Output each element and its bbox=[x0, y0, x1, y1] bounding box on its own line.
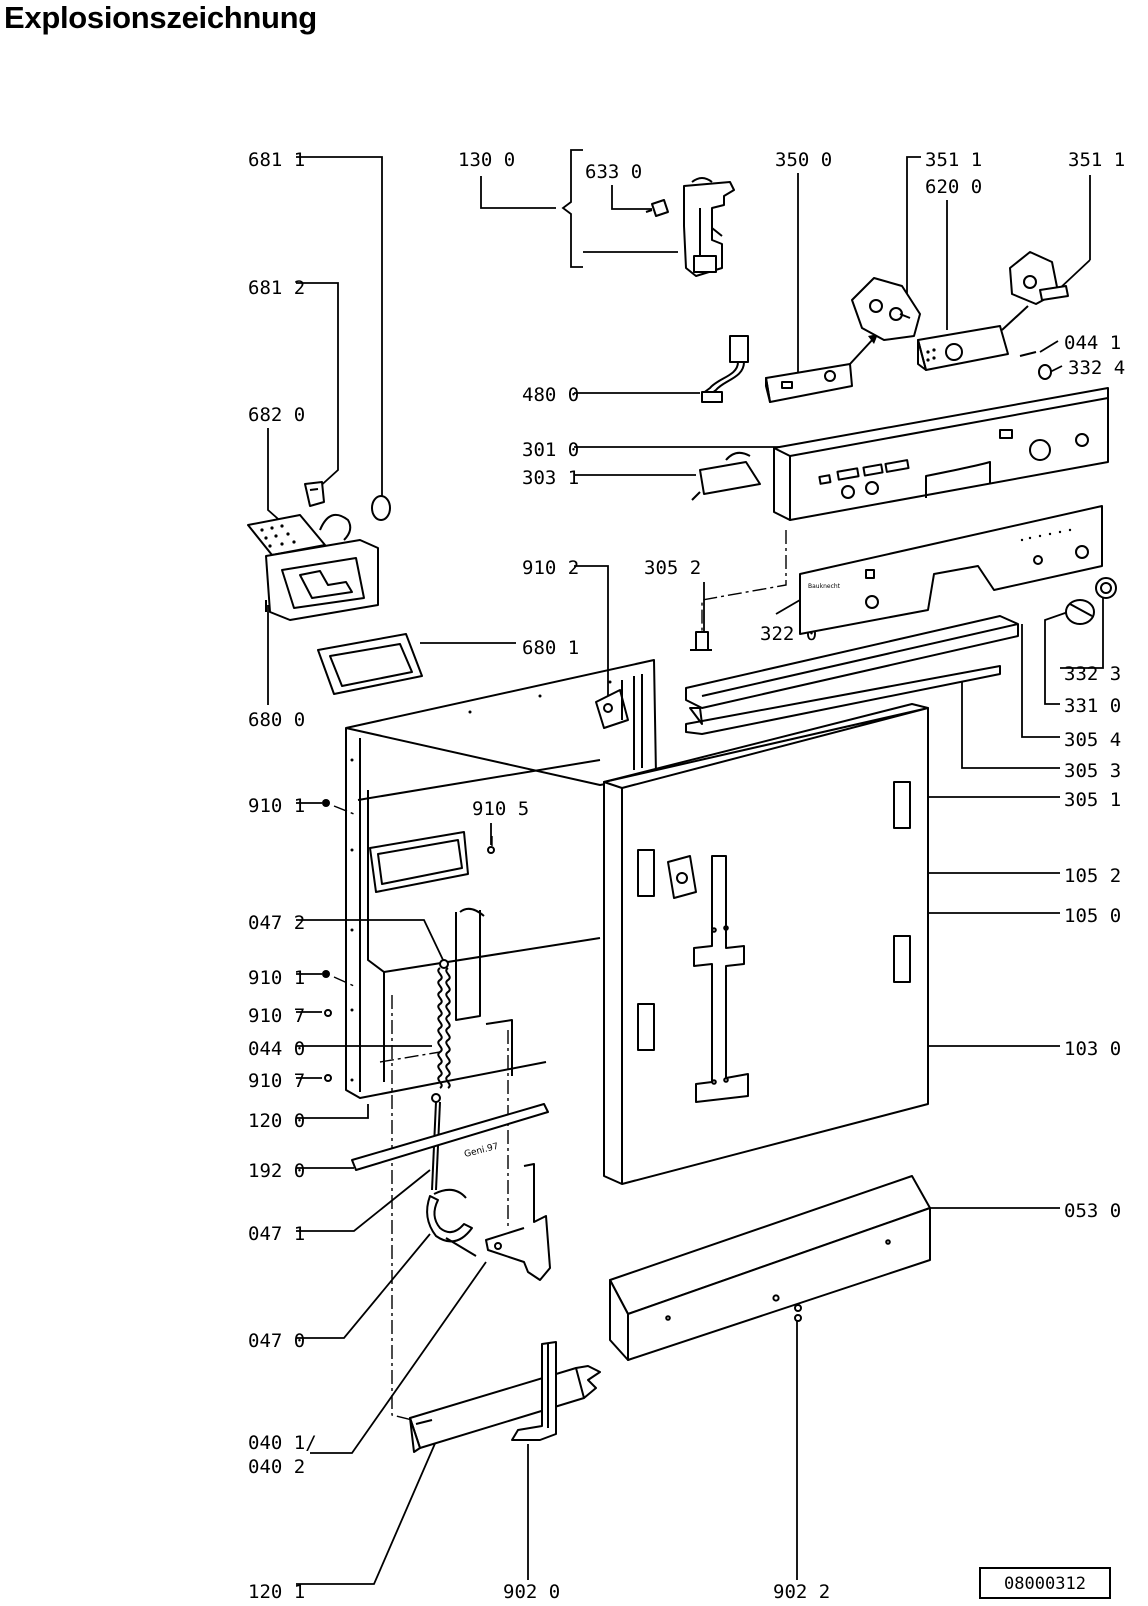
brand-text: Bauknecht bbox=[808, 583, 841, 590]
label-044-0: 044 0 bbox=[248, 1038, 305, 1060]
label-332-3: 332 3 bbox=[1064, 663, 1121, 685]
label-681-1: 681 1 bbox=[248, 149, 305, 171]
label-682-0: 682 0 bbox=[248, 404, 305, 426]
label-105-0: 105 0 bbox=[1064, 905, 1121, 927]
label-351-1-a: 351 1 bbox=[925, 149, 982, 171]
label-910-7-b: 910 7 bbox=[248, 1070, 305, 1092]
label-480-0: 480 0 bbox=[522, 384, 579, 406]
spring-and-cap bbox=[1019, 351, 1052, 380]
hinge-plate bbox=[595, 689, 629, 729]
label-351-1-b: 351 1 bbox=[1068, 149, 1125, 171]
stamp-text: Geni.97 bbox=[463, 1142, 499, 1160]
label-910-2: 910 2 bbox=[522, 557, 579, 579]
label-305-1: 305 1 bbox=[1064, 789, 1121, 811]
handle-lever bbox=[691, 451, 761, 501]
label-620-0: 620 0 bbox=[925, 176, 982, 198]
label-053-0: 053 0 bbox=[1064, 1200, 1121, 1222]
label-120-0: 120 0 bbox=[248, 1110, 305, 1132]
knobs bbox=[1065, 577, 1117, 625]
document-number: 08000312 bbox=[1004, 1574, 1086, 1594]
seal bbox=[317, 633, 423, 695]
part-labels: 681 1 681 2 682 0 680 0 680 1 130 0 633 … bbox=[248, 149, 1125, 1603]
bottom-strip: Geni.97 bbox=[351, 1103, 549, 1171]
knob-shaft bbox=[1009, 251, 1069, 305]
label-192-0: 192 0 bbox=[248, 1160, 305, 1182]
control-board bbox=[765, 334, 878, 403]
label-910-7-a: 910 7 bbox=[248, 1005, 305, 1027]
l-bracket bbox=[511, 1341, 557, 1441]
label-350-0: 350 0 bbox=[775, 149, 832, 171]
label-047-2: 047 2 bbox=[248, 912, 305, 934]
alignment-lines bbox=[333, 530, 787, 1421]
label-332-4: 332 4 bbox=[1068, 357, 1125, 379]
document-number-box: 08000312 bbox=[979, 1567, 1111, 1599]
label-040-1: 040 1/ bbox=[248, 1432, 317, 1454]
label-130-0: 130 0 bbox=[458, 149, 515, 171]
label-305-4: 305 4 bbox=[1064, 729, 1121, 751]
hinge-arm bbox=[426, 1163, 551, 1281]
kick-plate bbox=[609, 1175, 931, 1361]
rails bbox=[685, 615, 1019, 735]
outer-door-panel bbox=[603, 703, 929, 1185]
label-305-2: 305 2 bbox=[644, 557, 701, 579]
detergent-dispenser bbox=[247, 513, 379, 621]
label-044-1: 044 1 bbox=[1064, 332, 1121, 354]
control-panel bbox=[773, 387, 1109, 521]
cable-harness bbox=[701, 335, 749, 403]
label-305-3: 305 3 bbox=[1064, 760, 1121, 782]
label-105-2: 105 2 bbox=[1064, 865, 1121, 887]
cap bbox=[371, 495, 391, 521]
label-910-1-a: 910 1 bbox=[248, 795, 305, 817]
timer-module bbox=[851, 277, 1029, 371]
label-331-0: 331 0 bbox=[1064, 695, 1121, 717]
clip-305-2 bbox=[690, 631, 712, 651]
fascia-panel: Bauknecht bbox=[799, 505, 1103, 635]
label-902-2: 902 2 bbox=[773, 1581, 830, 1603]
door-lock bbox=[645, 177, 735, 277]
label-680-0: 680 0 bbox=[248, 709, 305, 731]
label-040-2: 040 2 bbox=[248, 1456, 305, 1478]
label-680-1: 680 1 bbox=[522, 637, 579, 659]
label-047-0: 047 0 bbox=[248, 1330, 305, 1352]
label-910-1-b: 910 1 bbox=[248, 967, 305, 989]
label-681-2: 681 2 bbox=[248, 277, 305, 299]
label-910-5: 910 5 bbox=[472, 798, 529, 820]
label-120-1: 120 1 bbox=[248, 1581, 305, 1603]
base-bar bbox=[409, 1365, 601, 1453]
door-spring bbox=[431, 959, 451, 1191]
label-103-0: 103 0 bbox=[1064, 1038, 1121, 1060]
label-303-1: 303 1 bbox=[522, 467, 579, 489]
label-047-1: 047 1 bbox=[248, 1223, 305, 1245]
clip bbox=[304, 481, 325, 507]
label-301-0: 301 0 bbox=[522, 439, 579, 461]
label-902-0: 902 0 bbox=[503, 1581, 560, 1603]
label-633-0: 633 0 bbox=[585, 161, 642, 183]
page-title: Explosionszeichnung bbox=[4, 0, 317, 35]
